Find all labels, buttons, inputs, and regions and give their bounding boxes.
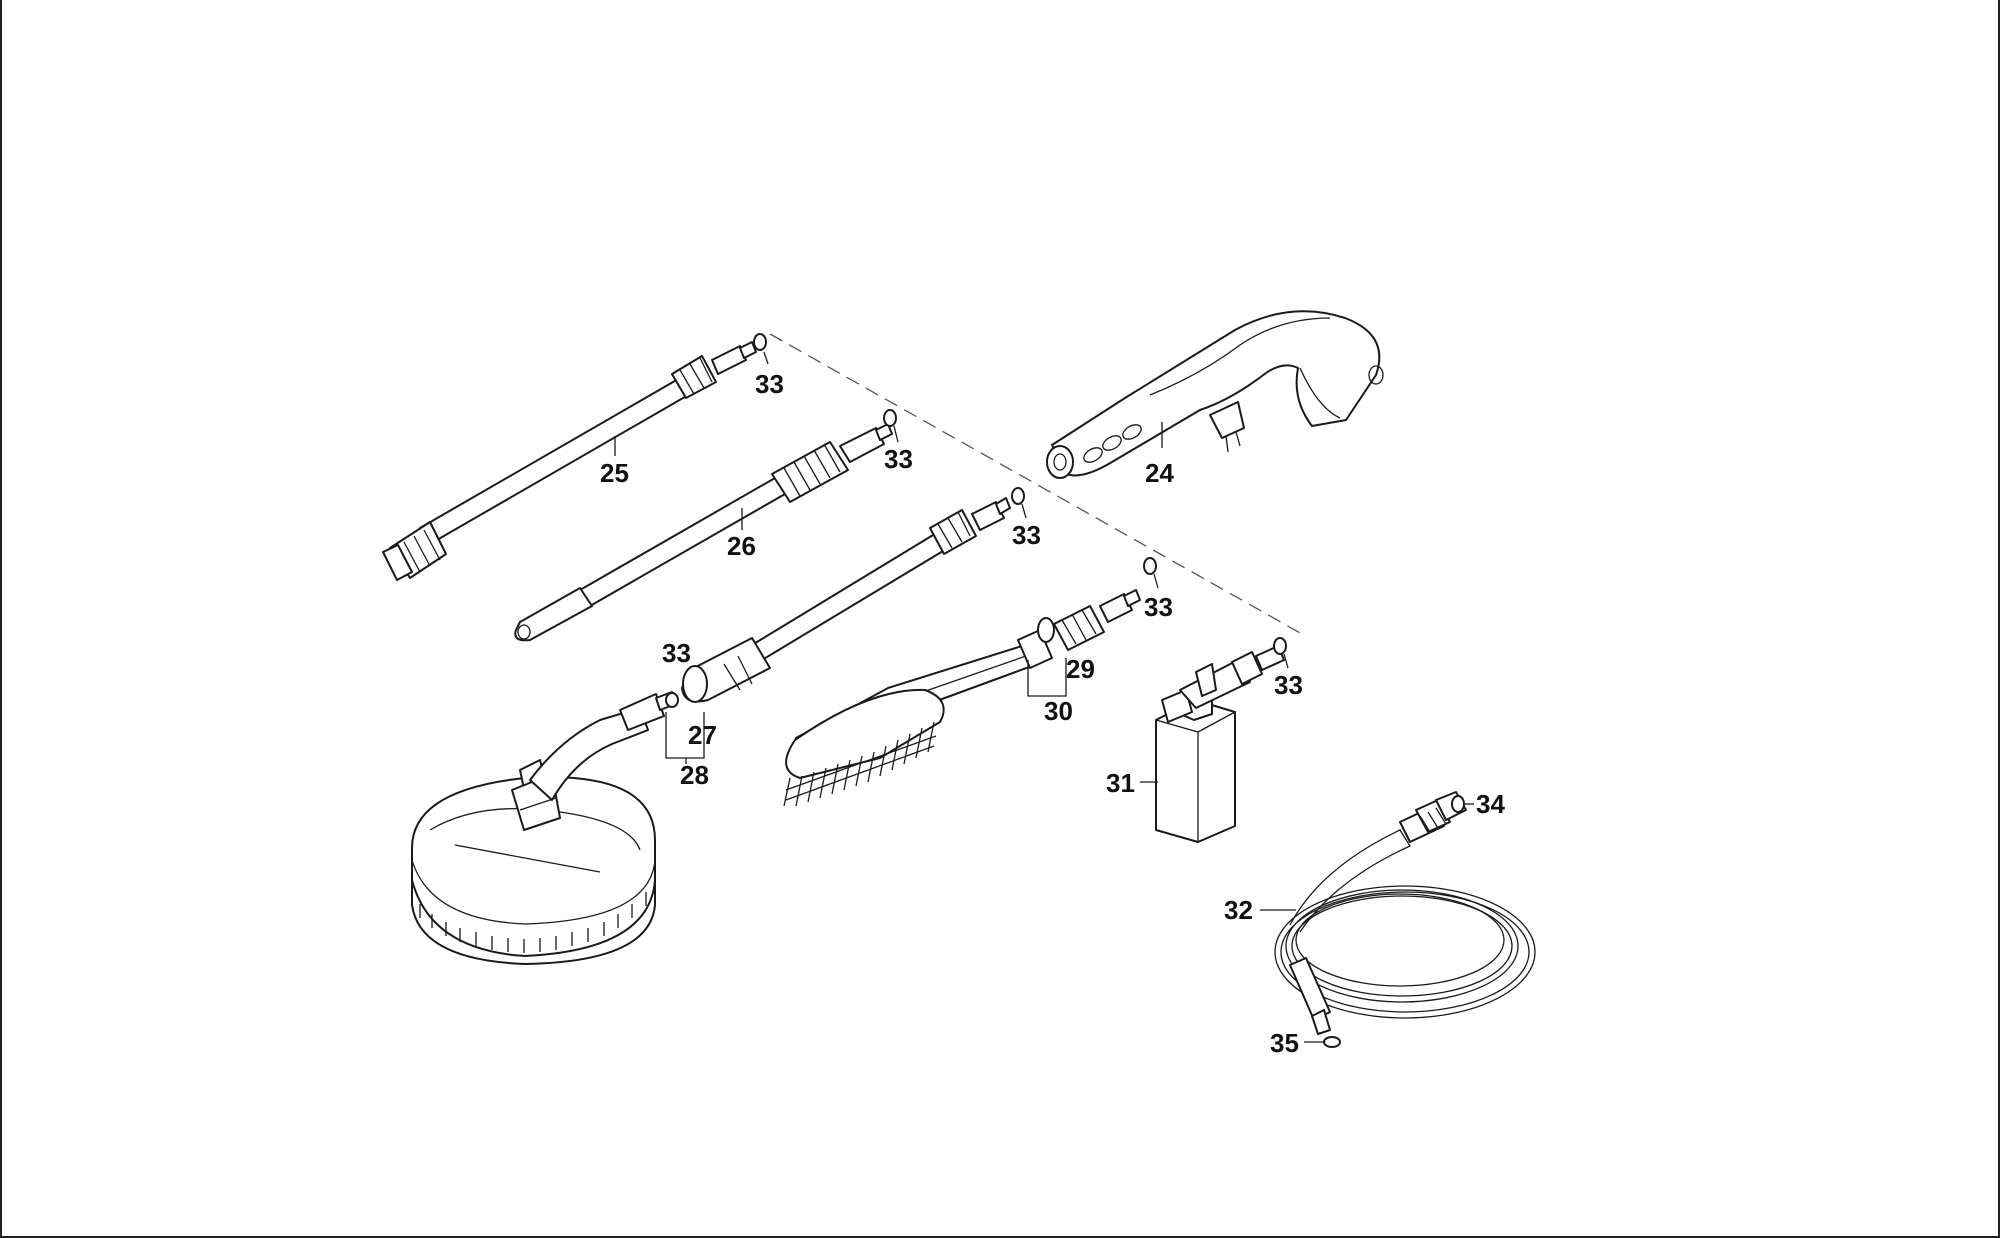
part-28-surface-cleaner <box>411 691 677 965</box>
callout-33b: 33 <box>884 444 913 474</box>
oring-31 <box>1273 637 1287 655</box>
callout-35: 35 <box>1270 1028 1299 1058</box>
callout-28: 28 <box>680 760 709 790</box>
part-27-surface-lance <box>681 497 1011 703</box>
oring-34 <box>1451 795 1465 813</box>
alignment-line <box>769 333 1303 635</box>
callout-33e: 33 <box>1144 592 1173 622</box>
part-24-gun-handle <box>1046 310 1384 479</box>
leader-33e <box>1153 573 1159 589</box>
callout-24: 24 <box>1145 458 1174 488</box>
part-26-nozzle-lance <box>514 423 893 642</box>
callout-33c: 33 <box>1012 520 1041 550</box>
callout-26: 26 <box>727 531 756 561</box>
bracket-28 <box>665 712 705 759</box>
callout-31: 31 <box>1106 768 1135 798</box>
leader-33f <box>1283 653 1289 669</box>
part-25-lance <box>382 341 757 581</box>
part-29-brush-adapter <box>1037 589 1141 651</box>
part-32-hose <box>1274 791 1536 1035</box>
oring-27 <box>1011 487 1025 505</box>
bracket-30 <box>1027 658 1067 697</box>
callout-27: 27 <box>688 720 717 750</box>
callout-34: 34 <box>1476 789 1505 819</box>
part-30-wash-brush <box>783 629 1053 807</box>
callout-32: 32 <box>1224 895 1253 925</box>
oring-35 <box>1323 1036 1341 1048</box>
callout-25: 25 <box>600 458 629 488</box>
oring-28 <box>665 692 679 708</box>
part-31-detergent-bottle <box>1155 645 1285 843</box>
callout-33a: 33 <box>755 369 784 399</box>
leader-33c <box>1021 503 1027 519</box>
oring-29 <box>1143 557 1157 575</box>
leader-33a <box>763 351 769 365</box>
oring-26 <box>883 409 897 427</box>
callout-33d: 33 <box>662 638 691 668</box>
leader-33b <box>893 425 899 443</box>
oring-25 <box>753 333 767 351</box>
callout-29: 29 <box>1066 654 1095 684</box>
callout-33f: 33 <box>1274 670 1303 700</box>
callout-30: 30 <box>1044 696 1073 726</box>
